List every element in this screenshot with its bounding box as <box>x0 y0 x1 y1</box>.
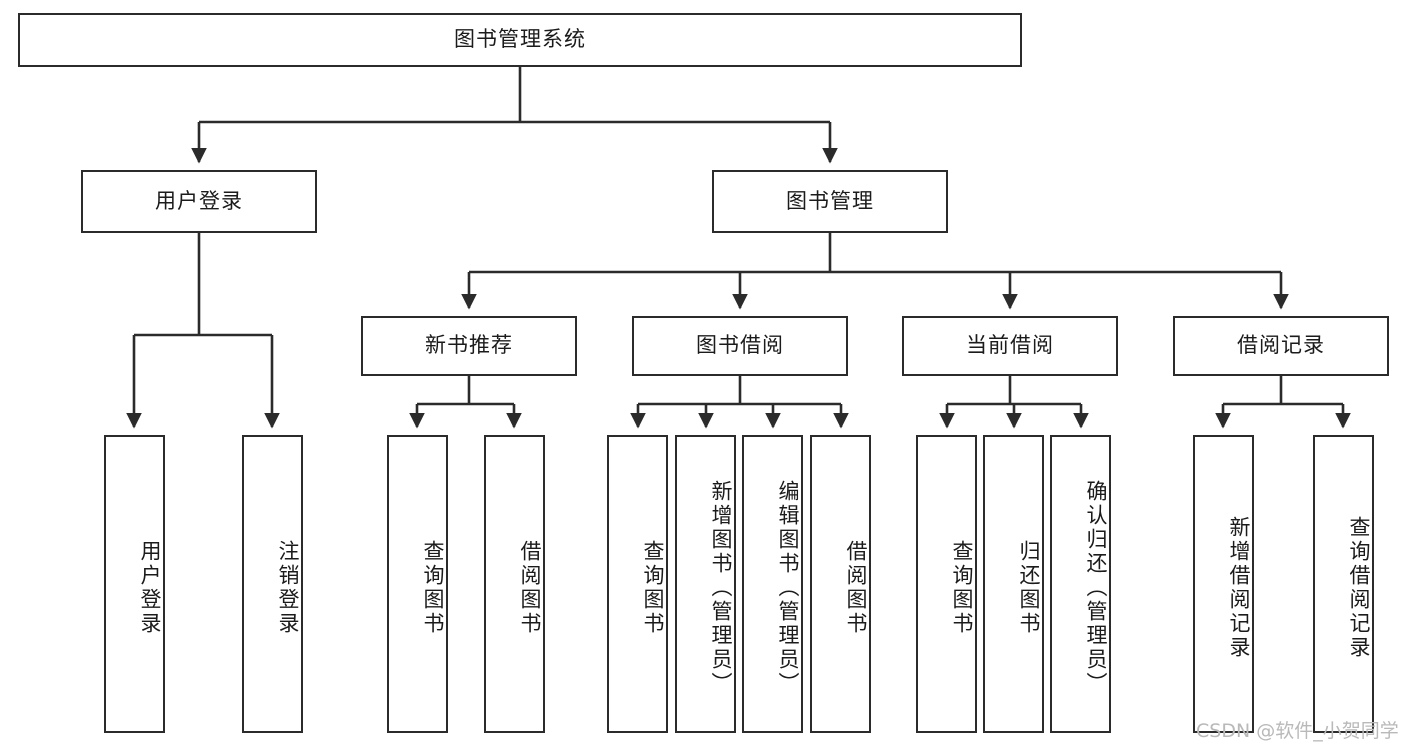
node-leaf-rec-borrow[interactable]: 借阅图书 <box>484 435 545 733</box>
node-leaf-rec-query[interactable]: 查询图书 <box>387 435 448 733</box>
node-leaf-rec-query2-label: 查询借阅记录 <box>1347 516 1371 660</box>
node-user-login-label: 用户登录 <box>155 188 243 213</box>
node-root[interactable]: 图书管理系统 <box>18 13 1022 67</box>
node-book-borrow-label: 图书借阅 <box>696 333 784 358</box>
node-leaf-borrow-edit[interactable]: 编辑图书（管理员） <box>742 435 803 733</box>
node-current-borrow-label: 当前借阅 <box>966 333 1054 358</box>
node-leaf-borrow-lend-label: 借阅图书 <box>844 540 868 636</box>
node-leaf-borrow-add-label: 新增图书（管理员） <box>709 480 733 696</box>
node-leaf-borrow-query-label: 查询图书 <box>641 540 665 636</box>
node-new-book-rec-label: 新书推荐 <box>425 333 513 358</box>
node-book-borrow[interactable]: 图书借阅 <box>632 316 848 376</box>
node-borrow-record[interactable]: 借阅记录 <box>1173 316 1389 376</box>
node-leaf-cur-query-label: 查询图书 <box>950 540 974 636</box>
node-leaf-cur-confirm[interactable]: 确认归还（管理员） <box>1050 435 1111 733</box>
node-leaf-rec-query2[interactable]: 查询借阅记录 <box>1313 435 1374 733</box>
node-leaf-cur-query[interactable]: 查询图书 <box>916 435 977 733</box>
node-leaf-rec-add-label: 新增借阅记录 <box>1227 516 1251 660</box>
node-leaf-user-logout-label: 注销登录 <box>276 540 300 636</box>
node-leaf-user-logout[interactable]: 注销登录 <box>242 435 303 733</box>
node-leaf-borrow-edit-label: 编辑图书（管理员） <box>776 480 800 696</box>
node-leaf-borrow-add[interactable]: 新增图书（管理员） <box>675 435 736 733</box>
node-leaf-cur-return[interactable]: 归还图书 <box>983 435 1044 733</box>
node-leaf-cur-return-label: 归还图书 <box>1017 540 1041 636</box>
node-root-label: 图书管理系统 <box>454 27 586 52</box>
node-leaf-rec-query-label: 查询图书 <box>421 540 445 636</box>
node-current-borrow[interactable]: 当前借阅 <box>902 316 1118 376</box>
node-leaf-rec-borrow-label: 借阅图书 <box>518 540 542 636</box>
node-leaf-cur-confirm-label: 确认归还（管理员） <box>1084 480 1108 696</box>
node-leaf-borrow-query[interactable]: 查询图书 <box>607 435 668 733</box>
node-new-book-rec[interactable]: 新书推荐 <box>361 316 577 376</box>
node-leaf-borrow-lend[interactable]: 借阅图书 <box>810 435 871 733</box>
node-borrow-record-label: 借阅记录 <box>1237 333 1325 358</box>
node-leaf-rec-add[interactable]: 新增借阅记录 <box>1193 435 1254 733</box>
node-book-mgmt-label: 图书管理 <box>786 188 874 213</box>
csdn-watermark: CSDN @软件_小贺同学 <box>1196 720 1399 742</box>
node-leaf-user-login-label: 用户登录 <box>138 540 162 636</box>
node-user-login[interactable]: 用户登录 <box>81 170 317 233</box>
node-book-mgmt[interactable]: 图书管理 <box>712 170 948 233</box>
node-leaf-user-login[interactable]: 用户登录 <box>104 435 165 733</box>
